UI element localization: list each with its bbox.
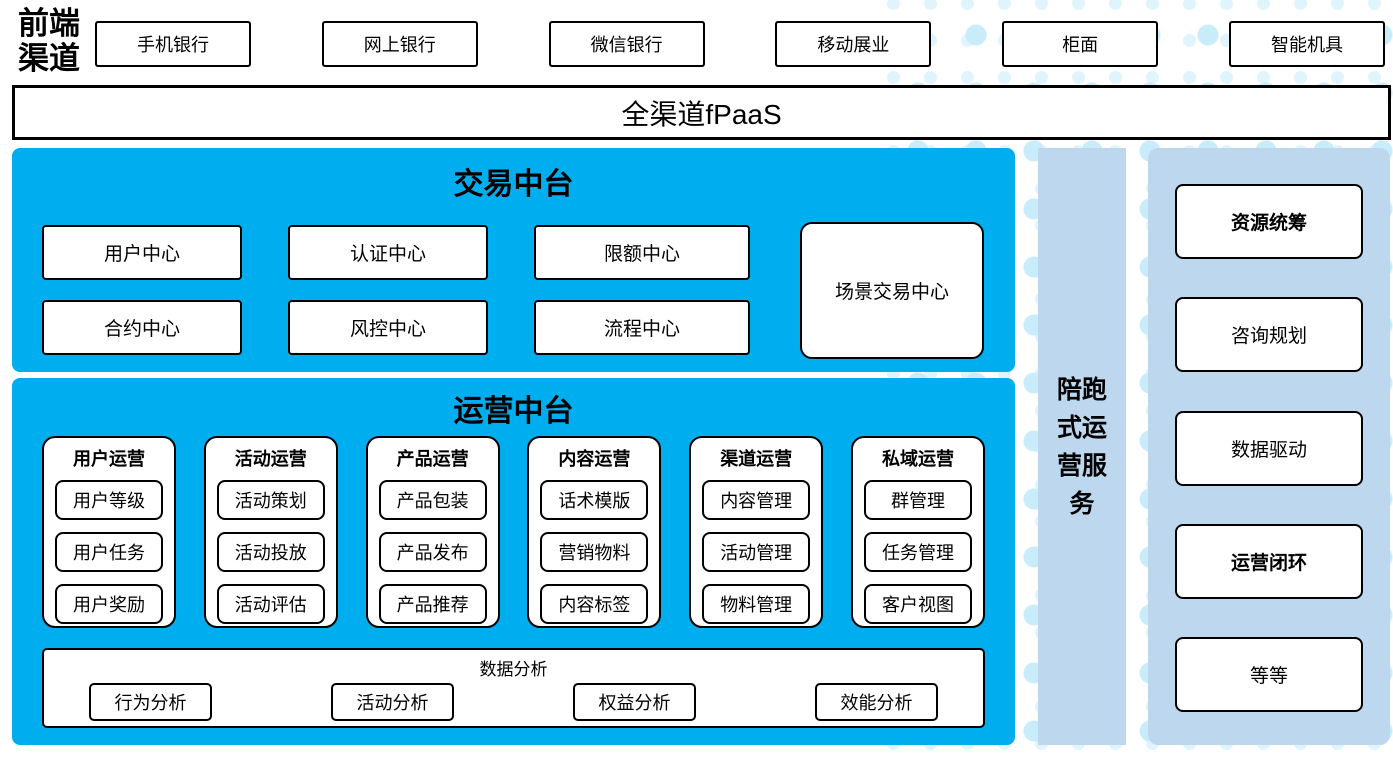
data-analysis-box: 数据分析 行为分析 活动分析 权益分析 效能分析: [42, 648, 985, 728]
operation-item-2-2: 产品推荐: [378, 584, 487, 624]
channel-box-5: 智能机具: [1228, 21, 1385, 67]
channel-box-1: 网上银行: [321, 21, 478, 67]
channel-box-2: 微信银行: [548, 21, 705, 67]
operation-column-2: 产品运营产品包装产品发布产品推荐: [365, 436, 500, 628]
fpaas-bar: 全渠道fPaaS: [12, 85, 1391, 140]
operation-item-5-1: 任务管理: [863, 532, 972, 572]
operation-item-2-0: 产品包装: [378, 480, 487, 520]
operation-item-0-2: 用户奖励: [55, 584, 163, 624]
operation-column-title-3: 内容运营: [558, 449, 631, 469]
trade-platform-title: 交易中台: [453, 168, 574, 201]
operation-item-1-2: 活动评估: [216, 584, 325, 624]
operation-platform-title: 运营中台: [453, 395, 574, 428]
operation-column-title-5: 私域运营: [881, 449, 954, 469]
operation-column-title-2: 产品运营: [396, 449, 469, 469]
operation-column-title-0: 用户运营: [73, 449, 145, 469]
trade-center-box-r1-c2: 流程中心: [534, 300, 750, 355]
operation-item-1-1: 活动投放: [216, 532, 325, 572]
operation-item-3-1: 营销物料: [540, 532, 649, 572]
right-service-panel: 资源统筹咨询规划数据驱动运营闭环等等: [1148, 148, 1390, 745]
analysis-box-2: 权益分析: [573, 683, 696, 721]
operation-item-3-2: 内容标签: [540, 584, 649, 624]
trade-center-box-r0-c2: 限额中心: [534, 225, 750, 280]
operation-item-5-2: 客户视图: [863, 584, 972, 624]
right-panel-item-1: 咨询规划: [1175, 297, 1363, 373]
operation-item-0-1: 用户任务: [55, 532, 163, 572]
operation-column-5: 私域运营群管理任务管理客户视图: [850, 436, 985, 628]
right-panel-item-4: 等等: [1175, 637, 1363, 712]
channel-box-0: 手机银行: [95, 21, 251, 67]
trade-center-box-r0-c1: 认证中心: [288, 225, 488, 280]
operation-item-4-1: 活动管理: [702, 532, 811, 572]
trade-center-grid: 用户中心认证中心限额中心合约中心风控中心流程中心: [42, 225, 750, 355]
operation-column-3: 内容运营话术模版营销物料内容标签: [527, 436, 662, 628]
analysis-box-3: 效能分析: [815, 683, 938, 721]
operation-column-4: 渠道运营内容管理活动管理物料管理: [689, 436, 824, 628]
channel-row: 手机银行 网上银行 微信银行 移动展业 柜面 智能机具: [95, 21, 1385, 67]
channel-box-3: 移动展业: [775, 21, 932, 67]
accompanying-operation-service-label: 陪跑式运营服务: [1056, 375, 1107, 518]
trade-center-box-r0-c0: 用户中心: [42, 225, 242, 280]
operation-column-title-1: 活动运营: [234, 449, 307, 469]
operation-column-1: 活动运营活动策划活动投放活动评估: [203, 436, 338, 628]
right-panel-item-3: 运营闭环: [1175, 523, 1363, 599]
trade-center-box-r1-c1: 风控中心: [288, 300, 488, 355]
right-panel-item-0: 资源统筹: [1175, 184, 1363, 259]
operation-item-4-0: 内容管理: [702, 480, 811, 520]
trade-center-box-r1-c0: 合约中心: [42, 300, 242, 355]
operation-platform-panel: 运营中台 用户运营用户等级用户任务用户奖励活动运营活动策划活动投放活动评估产品运…: [12, 378, 1015, 745]
accompanying-operation-service-bar: 陪跑式运营服务: [1038, 148, 1126, 745]
trade-platform-panel: 交易中台 用户中心认证中心限额中心合约中心风控中心流程中心 场景交易中心: [12, 148, 1015, 372]
right-panel-item-2: 数据驱动: [1175, 410, 1363, 486]
operation-item-5-0: 群管理: [863, 480, 972, 520]
operation-item-4-2: 物料管理: [702, 584, 811, 624]
data-analysis-title: 数据分析: [479, 660, 548, 679]
operation-item-0-0: 用户等级: [55, 480, 163, 520]
operation-item-2-1: 产品发布: [378, 532, 487, 572]
scene-trade-center-box: 场景交易中心: [800, 222, 984, 359]
frontend-channels-label: 前端渠道: [18, 6, 80, 77]
operation-columns: 用户运营用户等级用户任务用户奖励活动运营活动策划活动投放活动评估产品运营产品包装…: [42, 436, 985, 628]
channel-box-4: 柜面: [1002, 21, 1159, 67]
operation-column-0: 用户运营用户等级用户任务用户奖励: [42, 436, 176, 628]
operation-item-1-0: 活动策划: [216, 480, 325, 520]
analysis-box-1: 活动分析: [331, 683, 454, 721]
operation-column-title-4: 渠道运营: [720, 449, 793, 469]
data-analysis-row: 行为分析 活动分析 权益分析 效能分析: [89, 683, 938, 721]
operation-item-3-0: 话术模版: [540, 480, 649, 520]
analysis-box-0: 行为分析: [89, 683, 212, 721]
